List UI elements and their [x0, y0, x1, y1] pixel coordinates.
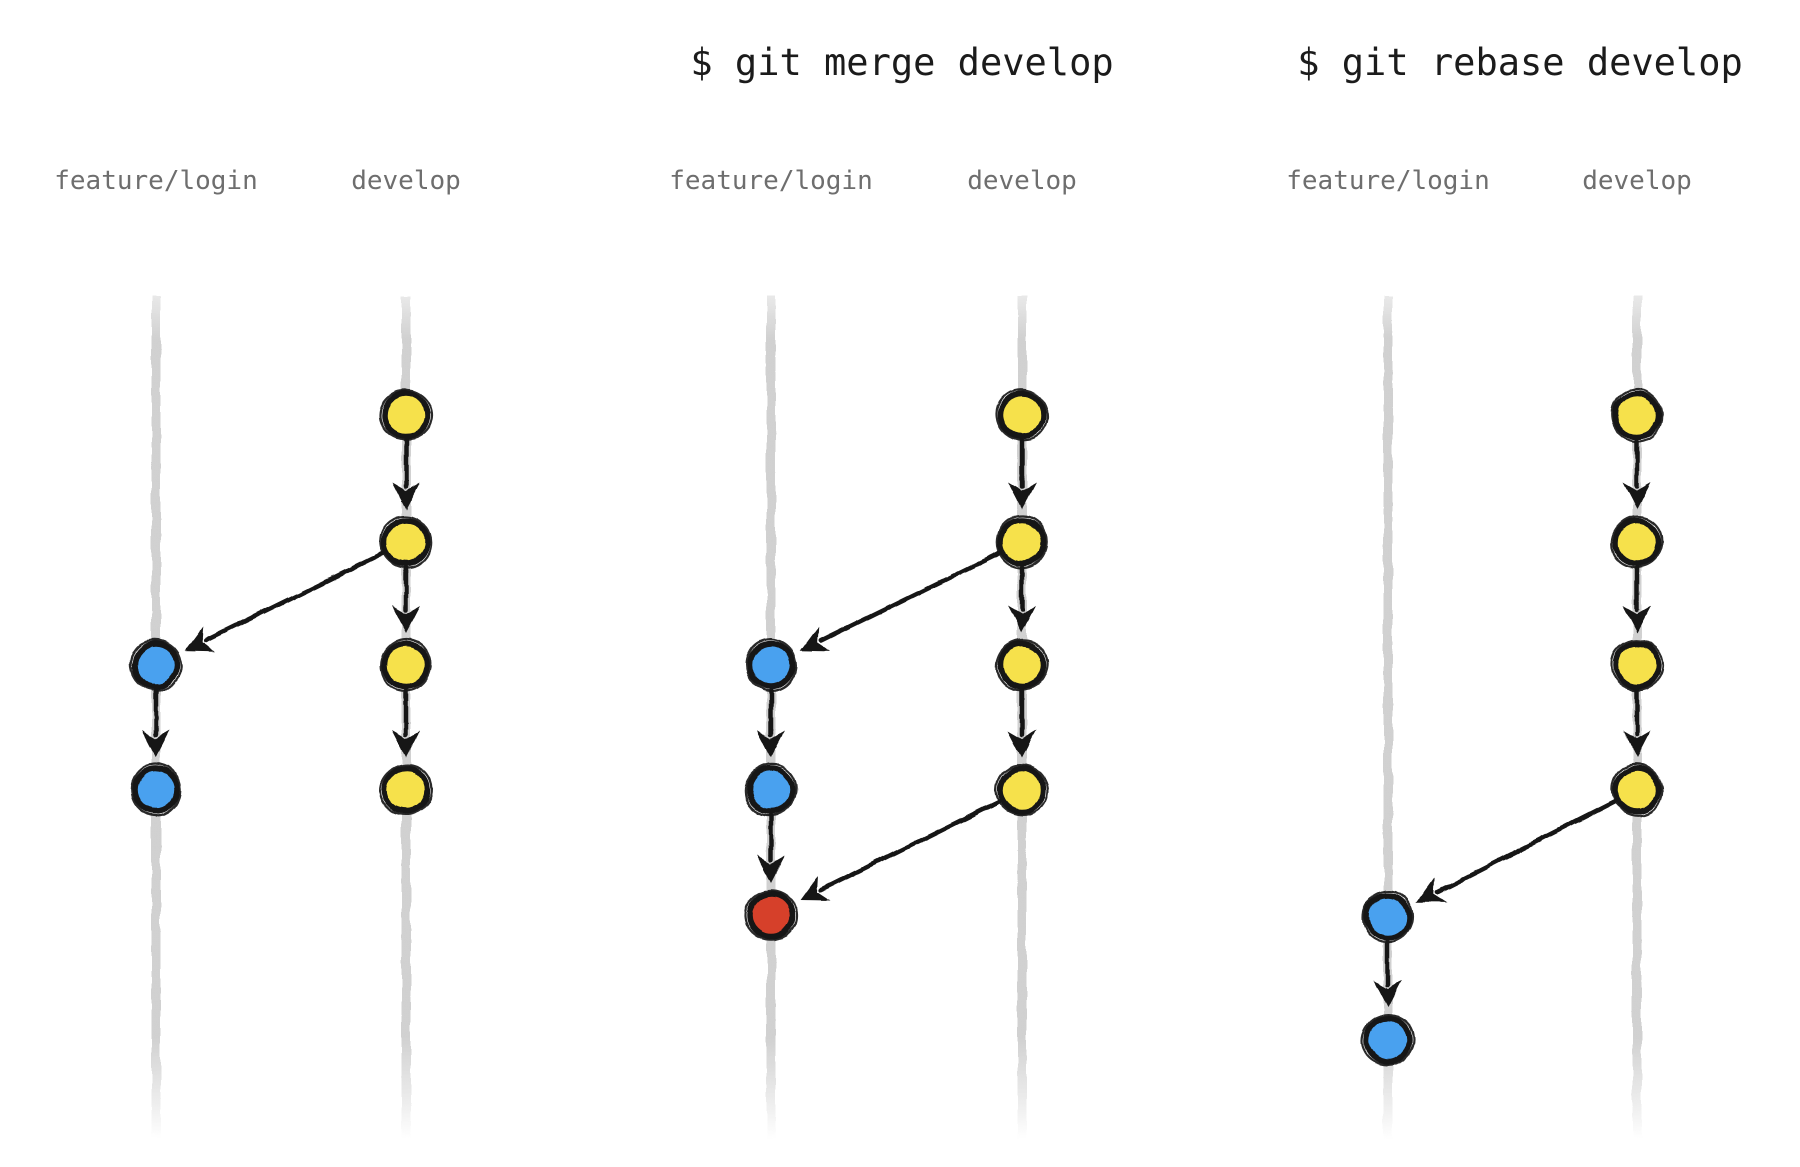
- branch-label-feature-login: feature/login: [54, 166, 258, 196]
- commit-arrowhead: [757, 855, 785, 883]
- commit-arrowhead: [1008, 605, 1036, 633]
- commit-arrow-shaft: [1435, 799, 1617, 895]
- commit-node-ring: [996, 514, 1048, 570]
- branch-label-develop: develop: [351, 166, 461, 196]
- commit-arrowhead: [800, 626, 831, 652]
- commit-arrowhead: [1623, 605, 1651, 633]
- commit-node-ring: [743, 889, 799, 941]
- commit-arrowhead: [800, 875, 831, 902]
- commit-arrowhead: [757, 730, 785, 758]
- commit-node-ring: [744, 763, 798, 817]
- commit-node-ring: [995, 638, 1049, 692]
- branch-label-develop: develop: [1582, 166, 1692, 196]
- commit-node-ring: [1360, 1014, 1416, 1066]
- commit-arrowhead: [392, 605, 420, 633]
- commit-node-yellow: [997, 765, 1047, 815]
- commit-node-yellow: [381, 765, 431, 815]
- commit-arrowhead: [392, 482, 420, 510]
- commit-node-blue: [131, 765, 181, 815]
- commit-arrowhead: [142, 730, 170, 758]
- commit-node-yellow: [1612, 517, 1662, 567]
- commit-arrow-shaft: [203, 551, 386, 643]
- commit-arrowhead: [1623, 730, 1651, 758]
- commit-node-ring: [380, 637, 432, 693]
- commit-node-yellow: [381, 640, 431, 690]
- commit-node-ring: [1611, 387, 1663, 443]
- commit-node-yellow: [997, 517, 1047, 567]
- commit-node-yellow: [1612, 640, 1662, 690]
- rebase-command-title: $ git rebase develop: [1297, 41, 1743, 84]
- commit-node-ring: [1609, 639, 1665, 691]
- commit-node-red: [746, 890, 796, 940]
- commit-node-ring: [130, 762, 182, 818]
- branch-label-develop: develop: [967, 166, 1077, 196]
- commit-node-ring: [379, 515, 433, 569]
- commit-arrowhead: [1008, 730, 1036, 758]
- commit-node-blue: [746, 640, 796, 690]
- commit-node-blue: [1363, 1015, 1413, 1065]
- commit-node-ring: [378, 389, 434, 441]
- commit-node-yellow: [381, 517, 431, 567]
- commit-arrowhead: [1374, 980, 1402, 1008]
- merge-command-title: $ git merge develop: [690, 41, 1114, 84]
- commit-arrow-shaft: [818, 799, 1002, 893]
- commit-node-ring: [129, 638, 183, 692]
- commit-node-yellow: [381, 390, 431, 440]
- commit-node-blue: [131, 640, 181, 690]
- commit-arrow-shaft: [818, 550, 1002, 643]
- commit-arrowhead: [185, 626, 216, 652]
- commit-node-yellow: [997, 640, 1047, 690]
- commit-node-blue: [1363, 892, 1413, 942]
- commit-arrowhead: [1623, 482, 1651, 510]
- commit-node-ring: [1610, 515, 1664, 569]
- branch-line: [1383, 296, 1393, 1138]
- branch-label-feature-login: feature/login: [1286, 166, 1490, 196]
- commit-node-ring: [745, 638, 797, 692]
- branch-label-feature-login: feature/login: [669, 166, 873, 196]
- commit-arrowhead: [392, 730, 420, 758]
- commit-node-yellow: [1612, 390, 1662, 440]
- commit-arrowhead: [1416, 877, 1448, 903]
- commit-node-yellow: [1612, 765, 1662, 815]
- commit-node-yellow: [997, 390, 1047, 440]
- commit-node-ring: [379, 764, 433, 816]
- commit-node-ring: [1610, 763, 1664, 817]
- commit-node-blue: [746, 765, 796, 815]
- commit-node-ring: [995, 764, 1049, 816]
- commit-arrowhead: [1008, 482, 1036, 510]
- commit-node-ring: [1362, 890, 1414, 944]
- commit-node-ring: [995, 388, 1049, 442]
